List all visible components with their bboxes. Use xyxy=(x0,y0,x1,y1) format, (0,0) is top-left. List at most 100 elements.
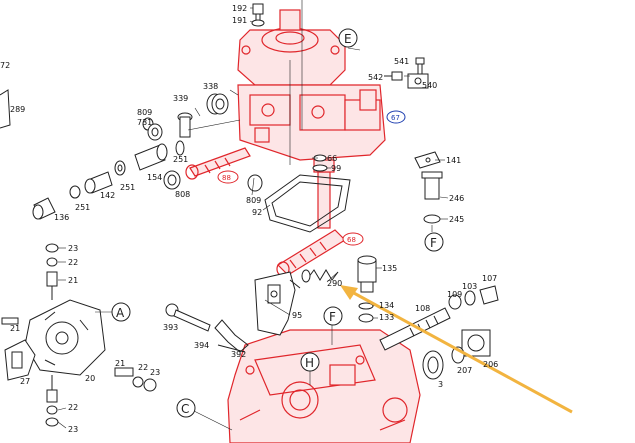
seal-808[interactable] xyxy=(163,170,181,190)
washer-809-b[interactable] xyxy=(247,174,263,192)
lever-95[interactable] xyxy=(254,271,301,336)
ring-251-c[interactable] xyxy=(69,185,81,199)
svg-text:103: 103 xyxy=(462,282,477,291)
washer-23-right[interactable] xyxy=(143,378,157,392)
svg-text:108: 108 xyxy=(415,304,430,313)
washer-191[interactable] xyxy=(251,19,265,27)
governor-head-assembly[interactable] xyxy=(237,9,386,161)
svg-text:135: 135 xyxy=(382,264,397,273)
cap-107[interactable] xyxy=(479,285,499,305)
svg-text:206: 206 xyxy=(483,360,498,369)
yoke-part[interactable] xyxy=(4,339,36,381)
part-289[interactable] xyxy=(0,89,11,129)
pump-housing[interactable] xyxy=(227,329,421,443)
left-stack-bottom[interactable] xyxy=(45,375,59,427)
seal-731[interactable] xyxy=(147,123,163,141)
bolt-21-right[interactable] xyxy=(114,367,134,377)
valve-246[interactable] xyxy=(421,171,443,200)
drive-shaft-88[interactable] xyxy=(185,147,251,180)
bush-154[interactable] xyxy=(134,143,168,171)
svg-text:99: 99 xyxy=(331,164,341,173)
svg-text:289: 289 xyxy=(10,105,25,114)
svg-text:393: 393 xyxy=(163,323,178,332)
svg-text:67: 67 xyxy=(391,114,400,122)
screw-541[interactable] xyxy=(415,57,425,75)
pin-339[interactable] xyxy=(177,112,193,138)
nut-109[interactable] xyxy=(448,294,462,310)
svg-text:66: 66 xyxy=(327,154,337,163)
svg-text:540: 540 xyxy=(422,81,437,90)
washer-99[interactable] xyxy=(312,164,328,172)
svg-text:541: 541 xyxy=(394,57,409,66)
section-F-right[interactable]: F xyxy=(424,232,444,252)
nut-338[interactable] xyxy=(206,93,229,115)
washer-245[interactable] xyxy=(423,214,441,224)
svg-text:E: E xyxy=(344,32,352,46)
svg-text:F: F xyxy=(430,236,437,250)
svg-text:338: 338 xyxy=(203,82,218,91)
svg-text:251: 251 xyxy=(173,155,188,164)
svg-text:23: 23 xyxy=(150,368,160,377)
link-392[interactable] xyxy=(217,344,246,353)
cover-207[interactable] xyxy=(461,329,491,357)
ref-67[interactable]: 67 xyxy=(386,110,406,124)
svg-text:809: 809 xyxy=(137,108,152,117)
ring-251-a[interactable] xyxy=(175,140,185,156)
svg-text:72: 72 xyxy=(0,61,10,70)
section-A[interactable]: A xyxy=(111,302,131,322)
svg-text:23: 23 xyxy=(68,425,78,434)
plug-136[interactable] xyxy=(32,197,56,220)
plunger-assembly-68[interactable] xyxy=(276,159,346,277)
fitting-141[interactable] xyxy=(414,151,441,169)
svg-text:C: C xyxy=(181,402,189,416)
part-labels: 192 191 72 289 541 540 542 338 339 809 7… xyxy=(0,4,498,434)
washer-22-right[interactable] xyxy=(132,376,144,388)
svg-text:339: 339 xyxy=(173,94,188,103)
left-stack-top[interactable] xyxy=(45,243,59,300)
bolt-192[interactable] xyxy=(252,3,264,23)
svg-text:731: 731 xyxy=(137,118,152,127)
fitting-540[interactable] xyxy=(407,73,429,89)
svg-text:3: 3 xyxy=(438,380,443,389)
section-C[interactable]: C xyxy=(176,398,196,418)
svg-text:207: 207 xyxy=(457,366,472,375)
svg-text:H: H xyxy=(305,356,314,370)
svg-text:136: 136 xyxy=(54,213,69,222)
svg-text:F: F xyxy=(329,310,336,324)
svg-text:809: 809 xyxy=(246,196,261,205)
svg-text:A: A xyxy=(116,306,125,320)
section-E[interactable]: E xyxy=(338,28,358,48)
coupling-disc[interactable] xyxy=(24,299,106,376)
highlight-arrow xyxy=(340,285,573,414)
washer-103[interactable] xyxy=(464,290,476,306)
svg-text:542: 542 xyxy=(368,73,383,82)
valve-135[interactable] xyxy=(357,255,377,293)
section-F-center[interactable]: F xyxy=(323,306,343,326)
spring-290[interactable] xyxy=(301,269,339,283)
ring-251-b[interactable] xyxy=(114,160,126,176)
gasket-92[interactable] xyxy=(264,174,351,233)
svg-text:290: 290 xyxy=(327,279,342,288)
svg-text:23: 23 xyxy=(68,244,78,253)
section-H[interactable]: H xyxy=(300,352,320,372)
seal-3[interactable] xyxy=(422,350,444,380)
svg-text:191: 191 xyxy=(232,16,247,25)
svg-text:22: 22 xyxy=(68,403,78,412)
bracket-394[interactable] xyxy=(214,319,249,353)
screw-542[interactable] xyxy=(384,71,403,81)
ref-88[interactable]: 88 xyxy=(217,170,239,184)
svg-text:21: 21 xyxy=(10,324,20,333)
spacer-142[interactable] xyxy=(84,171,113,194)
svg-text:27: 27 xyxy=(20,377,30,386)
svg-text:95: 95 xyxy=(292,311,302,320)
ref-68[interactable]: 68 xyxy=(342,232,364,246)
svg-text:133: 133 xyxy=(379,313,394,322)
washer-133[interactable] xyxy=(358,313,374,323)
svg-text:22: 22 xyxy=(68,258,78,267)
screw-393[interactable] xyxy=(165,303,211,332)
svg-text:20: 20 xyxy=(85,374,95,383)
pin-21-left[interactable] xyxy=(1,317,19,325)
svg-text:22: 22 xyxy=(138,363,148,372)
